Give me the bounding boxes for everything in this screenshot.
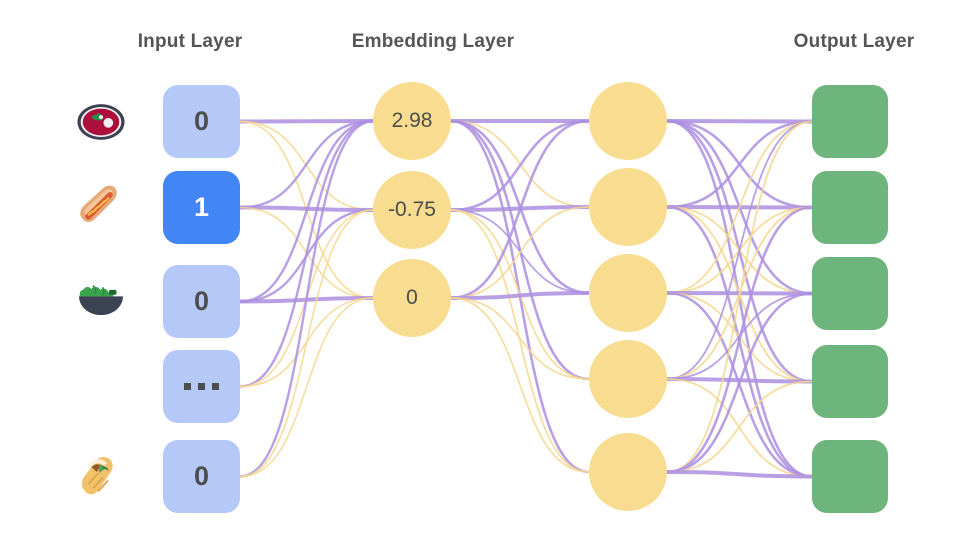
connection-edge bbox=[450, 119, 590, 295]
connection-edge bbox=[239, 119, 374, 388]
output-node-0[interactable] bbox=[812, 85, 888, 158]
input-node-4[interactable]: 0 bbox=[163, 440, 240, 513]
green-salad-icon bbox=[75, 276, 127, 328]
connection-edge bbox=[239, 209, 374, 388]
connection-edge bbox=[239, 120, 374, 211]
connection-edge bbox=[666, 120, 813, 380]
hidden-node-4[interactable] bbox=[589, 433, 667, 511]
connection-edge bbox=[450, 209, 590, 294]
hidden-node-0[interactable] bbox=[589, 82, 667, 160]
embedding-node-1[interactable]: -0.75 bbox=[373, 171, 451, 249]
embedding-layer-title: Embedding Layer bbox=[351, 31, 515, 52]
connection-edge bbox=[666, 291, 813, 296]
hidden-node-2[interactable] bbox=[589, 254, 667, 332]
connection-edge bbox=[666, 205, 813, 210]
connection-edge bbox=[450, 297, 590, 473]
connection-edge bbox=[666, 470, 813, 479]
connection-edge bbox=[239, 296, 374, 304]
input-layer-title: Input Layer bbox=[137, 31, 243, 52]
connection-edge bbox=[666, 292, 813, 474]
connection-edge bbox=[450, 119, 590, 212]
connection-edge bbox=[666, 119, 813, 383]
connection-edge bbox=[450, 209, 590, 380]
connection-edge bbox=[666, 380, 813, 473]
input-node-2[interactable]: 0 bbox=[163, 265, 240, 338]
ellipsis-icon bbox=[184, 383, 219, 390]
hot-dog-icon bbox=[75, 182, 127, 234]
embedding-node-value: 0 bbox=[406, 286, 418, 309]
connection-edge bbox=[239, 119, 374, 209]
connection-edge bbox=[666, 292, 813, 383]
connection-edge bbox=[666, 292, 813, 380]
connection-edge bbox=[450, 206, 590, 299]
connection-edge bbox=[239, 119, 374, 478]
connection-edge bbox=[666, 291, 813, 478]
connection-edge bbox=[450, 297, 590, 380]
connection-edge bbox=[666, 206, 813, 380]
hidden-node-1[interactable] bbox=[589, 168, 667, 246]
connection-edge bbox=[450, 209, 590, 473]
connection-edge bbox=[239, 297, 374, 388]
connection-edge bbox=[666, 119, 813, 209]
connection-edge bbox=[666, 120, 813, 294]
embedding-node-value: 2.98 bbox=[391, 109, 433, 132]
output-node-2[interactable] bbox=[812, 257, 888, 330]
input-node-value: 1 bbox=[193, 192, 210, 222]
input-node-1[interactable]: 1 bbox=[163, 171, 240, 244]
input-node-value: 0 bbox=[193, 461, 210, 491]
output-node-1[interactable] bbox=[812, 171, 888, 244]
output-layer-title: Output Layer bbox=[793, 31, 915, 52]
connection-edge bbox=[239, 206, 374, 299]
connection-edge bbox=[666, 206, 813, 474]
connection-edge bbox=[666, 377, 813, 384]
connection-edge bbox=[666, 378, 813, 478]
connection-edge bbox=[239, 119, 374, 124]
connection-edge bbox=[239, 120, 374, 299]
input-node-value: 0 bbox=[193, 106, 210, 136]
connection-edge bbox=[666, 206, 813, 294]
connection-edge bbox=[239, 119, 374, 303]
embedding-node-0[interactable]: 2.98 bbox=[373, 82, 451, 160]
connection-edge bbox=[666, 206, 813, 383]
embedding-node-2[interactable]: 0 bbox=[373, 259, 451, 337]
connection-edge bbox=[666, 119, 813, 295]
hidden-node-3[interactable] bbox=[589, 340, 667, 418]
output-node-4[interactable] bbox=[812, 440, 888, 513]
connection-edge bbox=[450, 119, 590, 300]
connection-edge bbox=[450, 120, 590, 208]
input-node-3[interactable] bbox=[163, 350, 240, 423]
stew-bowl-icon bbox=[75, 96, 127, 148]
input-node-value: 0 bbox=[193, 286, 210, 316]
connection-edge bbox=[239, 297, 374, 478]
burrito-icon bbox=[75, 451, 127, 503]
connection-edge bbox=[239, 205, 374, 212]
connection-edge bbox=[450, 291, 590, 300]
connection-edge bbox=[450, 205, 590, 212]
output-node-3[interactable] bbox=[812, 345, 888, 418]
embedding-node-value: -0.75 bbox=[388, 198, 436, 221]
connection-edge bbox=[666, 205, 813, 478]
connection-edge bbox=[450, 119, 590, 474]
input-node-0[interactable]: 0 bbox=[163, 85, 240, 158]
connection-edge bbox=[450, 119, 590, 381]
connection-edge bbox=[666, 120, 813, 473]
connection-edge bbox=[666, 120, 813, 209]
connection-edge bbox=[666, 119, 813, 124]
connection-edge bbox=[239, 209, 374, 478]
connection-edge bbox=[666, 206, 813, 295]
connection-edge bbox=[666, 119, 813, 478]
connection-edge bbox=[239, 208, 374, 303]
